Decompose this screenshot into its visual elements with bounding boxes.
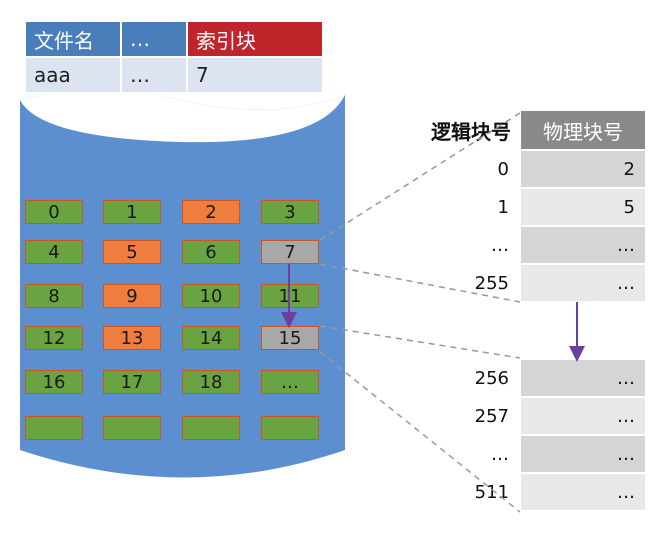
disk-block: 11 <box>261 284 319 308</box>
disk-block: … <box>261 370 319 394</box>
disk-block: 15 <box>261 326 319 350</box>
disk-block: 9 <box>103 284 161 308</box>
logical-block-number: 256 <box>395 360 521 396</box>
logical-block-number: 255 <box>395 265 521 301</box>
index-row: 257… <box>395 398 645 436</box>
physical-block-number: … <box>521 265 645 301</box>
disk-block: 17 <box>103 370 161 394</box>
fcb-header-index-block: 索引块 <box>187 21 323 57</box>
physical-block-number: 2 <box>521 151 645 187</box>
fcb-cell-index-block: 7 <box>187 57 323 93</box>
logical-block-number: 257 <box>395 398 521 434</box>
index-header-logical: 逻辑块号 <box>395 111 521 149</box>
physical-block-number: 5 <box>521 189 645 225</box>
disk-block: 12 <box>25 326 83 350</box>
disk-block: 16 <box>25 370 83 394</box>
fcb-header-row: 文件名 … 索引块 <box>25 21 323 57</box>
disk-block: 10 <box>182 284 240 308</box>
disk-block <box>182 416 240 440</box>
disk-block: 2 <box>182 200 240 224</box>
index-row: 511… <box>395 474 645 512</box>
logical-block-number: … <box>395 227 521 263</box>
physical-block-number: … <box>521 436 645 472</box>
disk-block <box>103 416 161 440</box>
disk-block: 0 <box>25 200 83 224</box>
index-row: 256… <box>395 360 645 398</box>
disk-block: 7 <box>261 240 319 264</box>
logical-block-number: 511 <box>395 474 521 510</box>
fcb-header-filename: 文件名 <box>25 21 121 57</box>
physical-block-number: … <box>521 227 645 263</box>
physical-block-number: … <box>521 398 645 434</box>
index-header-physical: 物理块号 <box>521 111 645 149</box>
disk-block: 13 <box>103 326 161 350</box>
disk-block <box>25 416 83 440</box>
disk-block: 8 <box>25 284 83 308</box>
physical-block-number: … <box>521 360 645 396</box>
disk-block: 5 <box>103 240 161 264</box>
index-row: 255… <box>395 265 645 303</box>
logical-block-number: 1 <box>395 189 521 225</box>
fcb-cell-filename: aaa <box>25 57 121 93</box>
disk-block: 3 <box>261 200 319 224</box>
fcb-cell-ellipsis: … <box>121 57 187 93</box>
index-row: …… <box>395 227 645 265</box>
fcb-data-row: aaa … 7 <box>25 57 323 93</box>
logical-block-number: 0 <box>395 151 521 187</box>
fcb-header-ellipsis: … <box>121 21 187 57</box>
disk-block: 1 <box>103 200 161 224</box>
disk-block: 6 <box>182 240 240 264</box>
physical-block-number: … <box>521 474 645 510</box>
disk-block: 4 <box>25 240 83 264</box>
disk-block: 14 <box>182 326 240 350</box>
disk-block <box>261 416 319 440</box>
index-row: …… <box>395 436 645 474</box>
fcb-table: 文件名 … 索引块 aaa … 7 <box>24 20 324 94</box>
disk-block: 18 <box>182 370 240 394</box>
logical-block-number: … <box>395 436 521 472</box>
